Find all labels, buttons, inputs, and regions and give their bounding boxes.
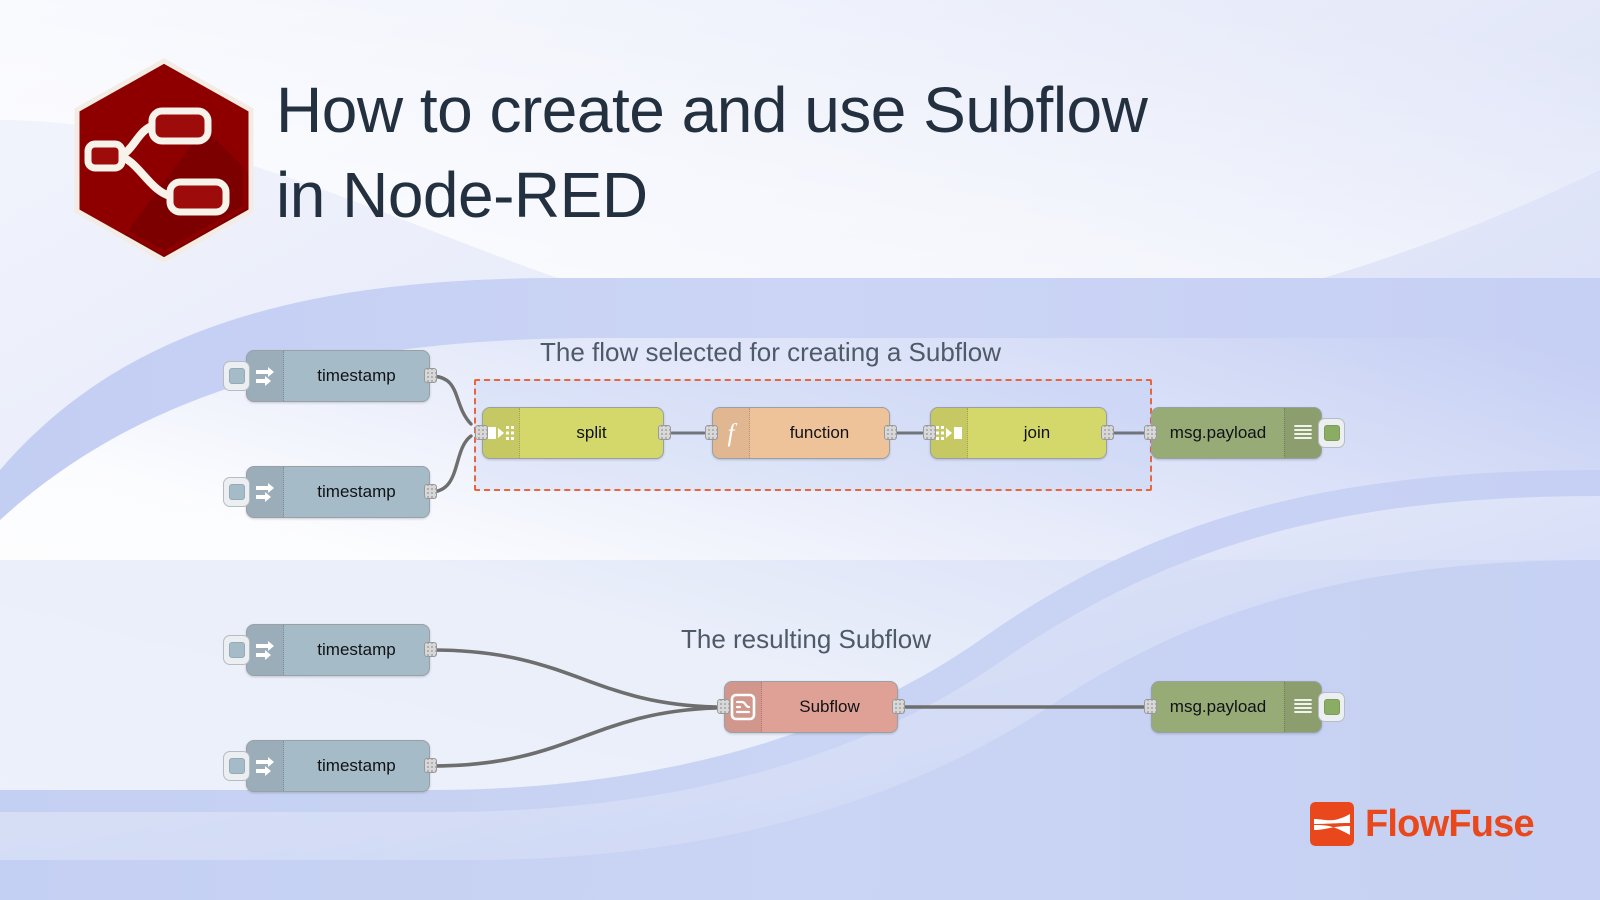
node-label: join (1023, 423, 1051, 442)
join-icon (931, 408, 968, 458)
function-f-icon: f (713, 408, 750, 458)
inject-trigger-button[interactable] (223, 635, 250, 665)
annotation-top: The flow selected for creating a Subflow (540, 337, 1002, 367)
poster-header: How to create and use Subflow in Node-RE… (0, 0, 1600, 290)
node-subflow[interactable]: Subflow (717, 681, 905, 733)
output-port[interactable] (424, 642, 437, 657)
page-title: How to create and use Subflow in Node-RE… (276, 68, 1456, 238)
node-function[interactable]: f function (705, 407, 897, 459)
input-port[interactable] (1144, 699, 1157, 714)
node-label: timestamp (317, 482, 396, 501)
node-label: timestamp (317, 756, 396, 775)
inject-arrow-icon (247, 741, 284, 791)
node-inject-timestamp-bottom-a[interactable]: timestamp (223, 624, 437, 676)
debug-lines-icon (1284, 682, 1321, 732)
inject-arrow-icon (247, 351, 284, 401)
debug-lines-icon (1284, 408, 1321, 458)
inject-arrow-icon (247, 467, 284, 517)
inject-trigger-button[interactable] (223, 751, 250, 781)
node-label: split (576, 423, 607, 442)
flowfuse-logo: FlowFuse (1310, 802, 1535, 846)
page-title-line-1: How to create and use Subflow (276, 74, 1148, 146)
input-port[interactable] (475, 425, 488, 440)
node-inject-timestamp-top-b[interactable]: timestamp (223, 466, 437, 518)
split-icon (483, 408, 520, 458)
output-port[interactable] (424, 368, 437, 383)
node-label: msg.payload (1169, 697, 1267, 716)
annotation-bottom: The resulting Subflow (681, 624, 932, 654)
node-label: timestamp (317, 640, 396, 659)
input-port[interactable] (1144, 425, 1157, 440)
svg-text:f: f (728, 420, 738, 447)
output-port[interactable] (424, 758, 437, 773)
output-port[interactable] (892, 699, 905, 714)
input-port[interactable] (717, 699, 730, 714)
input-port[interactable] (923, 425, 936, 440)
page-title-line-2: in Node-RED (276, 159, 648, 232)
flowfuse-mark-icon (1310, 802, 1354, 846)
node-debug-top[interactable]: msg.payload (1144, 407, 1345, 459)
inject-trigger-button[interactable] (223, 477, 250, 507)
output-port[interactable] (1101, 425, 1114, 440)
output-port[interactable] (884, 425, 897, 440)
inject-trigger-button[interactable] (223, 361, 250, 391)
output-port[interactable] (658, 425, 671, 440)
debug-status-indicator[interactable] (1318, 692, 1345, 722)
node-label: msg.payload (1169, 423, 1267, 442)
node-debug-bottom[interactable]: msg.payload (1144, 681, 1345, 733)
node-red-hexagon-logo (74, 58, 254, 263)
debug-status-indicator[interactable] (1318, 418, 1345, 448)
node-inject-timestamp-top-a[interactable]: timestamp (223, 350, 437, 402)
output-port[interactable] (424, 484, 437, 499)
node-inject-timestamp-bottom-b[interactable]: timestamp (223, 740, 437, 792)
subflow-icon (725, 682, 762, 732)
flowfuse-wordmark: FlowFuse (1365, 802, 1535, 845)
input-port[interactable] (705, 425, 718, 440)
node-join[interactable]: join (923, 407, 1114, 459)
node-label: timestamp (317, 366, 396, 385)
inject-arrow-icon (247, 625, 284, 675)
node-split[interactable]: split (475, 407, 671, 459)
node-label: function (789, 423, 850, 442)
node-label: Subflow (799, 697, 860, 716)
